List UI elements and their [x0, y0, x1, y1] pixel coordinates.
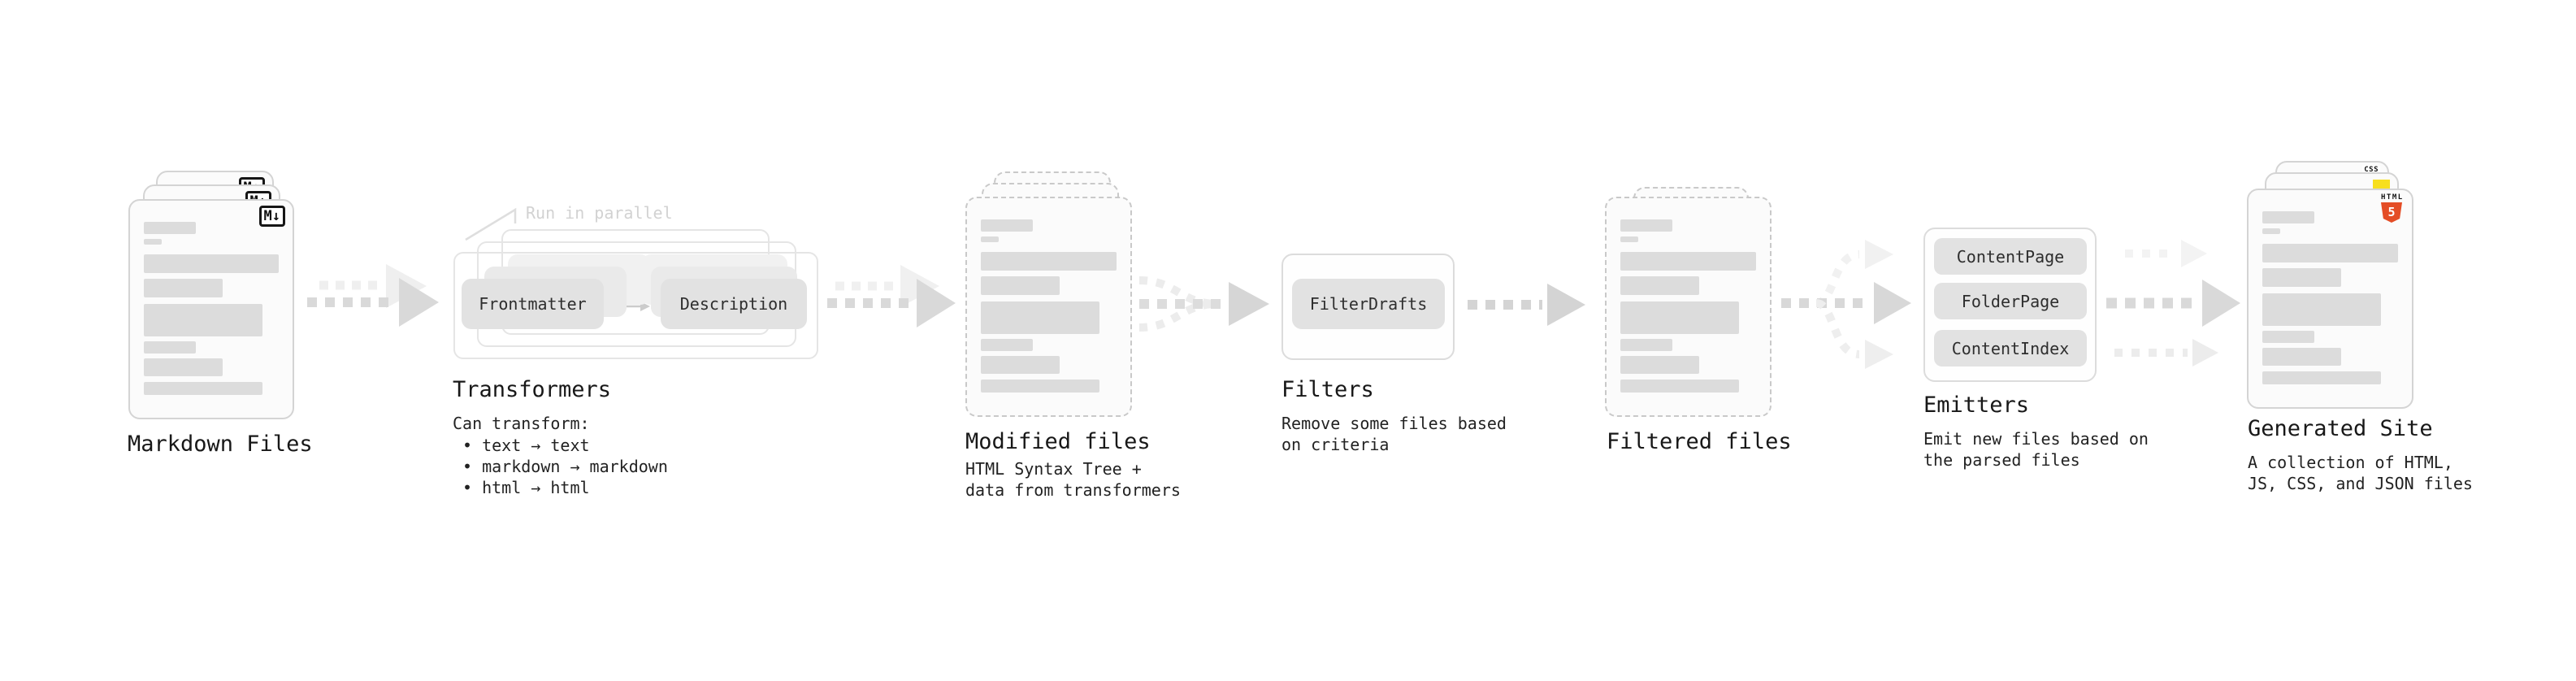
markdown-icon: M↓	[258, 206, 285, 227]
document-placeholder-lines	[967, 198, 1130, 393]
transformer-frontmatter-chip: Frontmatter	[462, 279, 604, 329]
transformer-layer-front	[453, 252, 818, 359]
emitter-contentindex-chip: ContentIndex	[1934, 330, 2087, 367]
stage-title-transformers: Transformers	[453, 377, 612, 402]
stage-title-emitters: Emitters	[1923, 393, 2030, 418]
document-placeholder-lines	[130, 201, 293, 395]
markdown-file-front: M↓	[128, 199, 294, 419]
transformer-description-chip: Description	[661, 279, 807, 329]
emitter-contentpage-chip: ContentPage	[1934, 238, 2087, 275]
transformers-note-item: • markdown → markdown	[462, 457, 668, 476]
document-placeholder-lines	[1607, 198, 1770, 393]
arrow-transformers-to-modified	[827, 265, 956, 327]
emitters-note: Emit new files based on the parsed files	[1923, 429, 2149, 470]
arrow-modified-to-filters	[1138, 276, 1269, 332]
html5-icon-word: HTML	[2381, 193, 2404, 202]
arrow-filters-to-filtered	[1468, 284, 1585, 326]
filters-note: Remove some files based on criteria	[1281, 414, 1507, 454]
generated-file-html: HTML 5	[2247, 189, 2413, 409]
document-placeholder-lines	[2249, 190, 2412, 384]
stage-title-generated-site: Generated Site	[2248, 416, 2433, 441]
stage-title-filtered-files: Filtered files	[1607, 429, 1792, 454]
modified-file-front	[965, 197, 1132, 417]
arrow-filtered-to-emitters	[1781, 240, 1911, 369]
transformers-note-item: • html → html	[462, 478, 590, 497]
stage-title-filters: Filters	[1281, 377, 1374, 402]
transformers-note-item: • text → text	[462, 436, 590, 455]
html5-icon: HTML 5	[2381, 193, 2402, 223]
emitter-folderpage-chip: FolderPage	[1934, 283, 2087, 319]
arrow-markdown-to-transformers	[307, 264, 439, 327]
html5-icon-shield: 5	[2381, 202, 2402, 223]
transformers-note-heading: Can transform:	[453, 414, 590, 433]
filter-filterdrafts-chip: FilterDrafts	[1292, 279, 1445, 329]
generated-site-note: A collection of HTML, JS, CSS, and JSON …	[2248, 453, 2473, 493]
arrows-emitters-to-generated	[2106, 240, 2240, 367]
stage-title-modified-files: Modified files	[965, 429, 1151, 454]
modified-files-note: HTML Syntax Tree + data from transformer…	[965, 459, 1181, 500]
stage-title-markdown-files: Markdown Files	[128, 432, 313, 457]
run-in-parallel-label: Run in parallel	[526, 203, 673, 223]
filtered-file-front	[1605, 197, 1772, 417]
